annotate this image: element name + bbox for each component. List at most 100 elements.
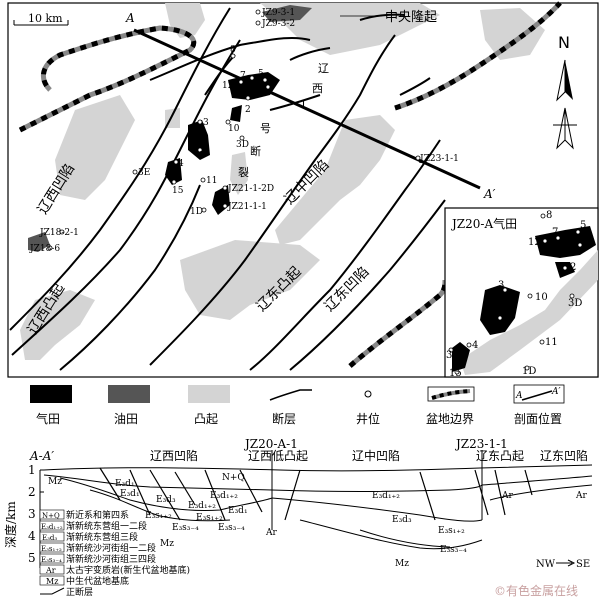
stratum-label: E₃s₃₋₄ <box>172 523 199 533</box>
cross-section: A-A′ JZ20-A-1 JZ23-1-1 辽西凹陷 辽西低凸起 辽中凹陷 辽… <box>3 437 593 598</box>
section-legend-label: 中生代盆地基底 <box>66 575 129 587</box>
section-legend-code: E₃s₁₊₂ <box>41 545 62 553</box>
section-legend-code: Mz <box>46 577 58 586</box>
stratum-label: E₃s₁₊₂ <box>145 511 172 521</box>
well-label: 5 <box>258 69 264 79</box>
stratum-label: N+Q <box>222 473 245 483</box>
legend-label: 气田 <box>36 411 60 426</box>
stratum-label: E₃s₁₊₂ <box>438 526 465 536</box>
legend-swatch-fault <box>269 389 312 401</box>
watermark: ©有色金属在线 <box>494 583 578 598</box>
section-unit: 辽东凸起 <box>476 449 524 463</box>
legend-label: 断层 <box>272 411 296 426</box>
stratum-label: Ar <box>501 491 513 501</box>
normal-fault-icon <box>40 587 65 595</box>
stratum-label: E₃d₁ <box>228 506 248 516</box>
uplift-area <box>180 240 320 320</box>
section-unit: 辽西凹陷 <box>150 448 198 463</box>
gas-field <box>165 158 182 185</box>
legend-swatch-section: A A′ <box>513 384 565 404</box>
well-label: 7 <box>240 71 246 81</box>
label-fault-char: 裂 <box>238 166 249 179</box>
legend-swatch-oil <box>108 385 150 403</box>
label-fault-char: 号 <box>260 122 271 135</box>
stratum-label: Mz <box>395 559 409 569</box>
stratum-label: E₃s₃₋₄ <box>218 523 245 533</box>
well-label: 15 <box>172 186 184 196</box>
uplift-area <box>230 152 248 195</box>
well-label: JZ23-1-1 <box>419 154 459 164</box>
uplift-area <box>275 115 395 245</box>
section-legend-label: 新近系和第四系 <box>66 509 129 521</box>
inset-well-label: 7 <box>552 227 558 238</box>
stratum-label: E₃d₁₊₂ <box>372 491 400 501</box>
well-label: JZ9-3-2 <box>261 19 295 29</box>
section-well-2: JZ23-1-1 <box>454 437 508 451</box>
well-label: 1D <box>190 207 203 217</box>
section-unit: 辽中凹陷 <box>352 448 400 463</box>
inset-title: JZ20-A气田 <box>450 216 517 231</box>
stratum-label: Mz <box>160 539 174 549</box>
section-legend-code: E₃d₃ <box>42 534 57 542</box>
section-name: A-A′ <box>29 449 54 463</box>
stratum-label: Ar <box>265 528 277 538</box>
inset-well-label: 3 <box>498 280 504 291</box>
legend-label: 盆地边界 <box>426 412 474 426</box>
inset-well-label: 8 <box>546 210 552 221</box>
uplift-area <box>480 8 545 60</box>
section-legend-label: 正断层 <box>66 586 93 598</box>
legend-label: 油田 <box>114 412 138 426</box>
depth-tick: 4 <box>28 529 36 543</box>
map-legend: 气田 油田 凸起 断层 井位 盆地边界 A A′ 剖面位置 <box>30 384 565 426</box>
section-legend-label: 太古宇变质岩(新生代盆地基底) <box>66 564 190 576</box>
well-label: 3D <box>236 140 249 150</box>
legend-label: 井位 <box>356 411 380 426</box>
inset-well-label: 12 <box>528 237 541 248</box>
well-label: JZ9-3-1 <box>261 8 295 18</box>
inset-well-label: 3D <box>568 298 582 309</box>
inset-well-label: 11 <box>545 337 558 348</box>
stratum-label: E₃s₁₊₂ <box>196 513 223 523</box>
section-legend-label: 渐新统东营组三段 <box>66 531 138 543</box>
well-label: 10 <box>228 124 240 134</box>
label-fault-char: 1 <box>300 98 307 111</box>
depth-tick: 3 <box>28 507 36 521</box>
inset-well-label: 2 <box>570 262 576 273</box>
inset-well-label: 3E <box>446 350 460 361</box>
well-label: JZ21-1-2D <box>227 184 274 194</box>
section-faults <box>99 467 533 521</box>
stratum-label: E₃d₁ <box>120 489 140 499</box>
section-legend-code: N+Q <box>42 512 60 520</box>
well-label: 3E <box>138 168 150 178</box>
orientation-indicator: NW SE <box>536 559 590 570</box>
section-legend-label: 渐新统沙河街组三四段 <box>66 553 156 565</box>
label-central-uplift: 中央隆起 <box>385 10 437 25</box>
orientation-right: SE <box>576 559 590 570</box>
label-fault-char: 断 <box>250 144 261 158</box>
section-line: A A′ <box>125 11 496 201</box>
well-label: 6 <box>198 151 204 161</box>
gas-field <box>230 105 242 122</box>
stratum-label: E₃d₃ <box>156 495 176 505</box>
inset-well-label: 1D <box>522 366 536 377</box>
inset-well-label: 15 <box>449 368 462 379</box>
oil-field-jz18 <box>28 232 50 252</box>
gas-field <box>188 120 210 160</box>
legend-swatch-boundary <box>427 386 475 402</box>
section-legend-label: 渐新统沙河街组一二段 <box>66 542 156 554</box>
oil-field-jz9 <box>262 5 312 22</box>
well-label: 3 <box>203 118 209 128</box>
inset-well-label: 6 <box>500 320 506 331</box>
well-label: JZ21-1-1 <box>227 202 267 212</box>
legend-sample-b: A′ <box>551 387 561 397</box>
section-start-label: A <box>125 11 135 25</box>
well-label: JZ18-6 <box>29 244 60 254</box>
legend-swatch-uplift <box>188 385 230 403</box>
label-fault-char: 辽 <box>318 62 329 75</box>
section-legend-code: E₃s₃₋₄ <box>41 556 62 564</box>
map-panel: 10 km N A A′ 中央隆起 辽西凹陷 辽西凸起 辽中凹陷 辽东凸起 辽东… <box>7 1 599 379</box>
stratum-label: Mz <box>48 477 62 487</box>
well-label: 8 <box>230 45 236 55</box>
section-legend-code: E₃d₁₊₂ <box>41 523 63 531</box>
inset-well-label: 5 <box>580 220 586 231</box>
